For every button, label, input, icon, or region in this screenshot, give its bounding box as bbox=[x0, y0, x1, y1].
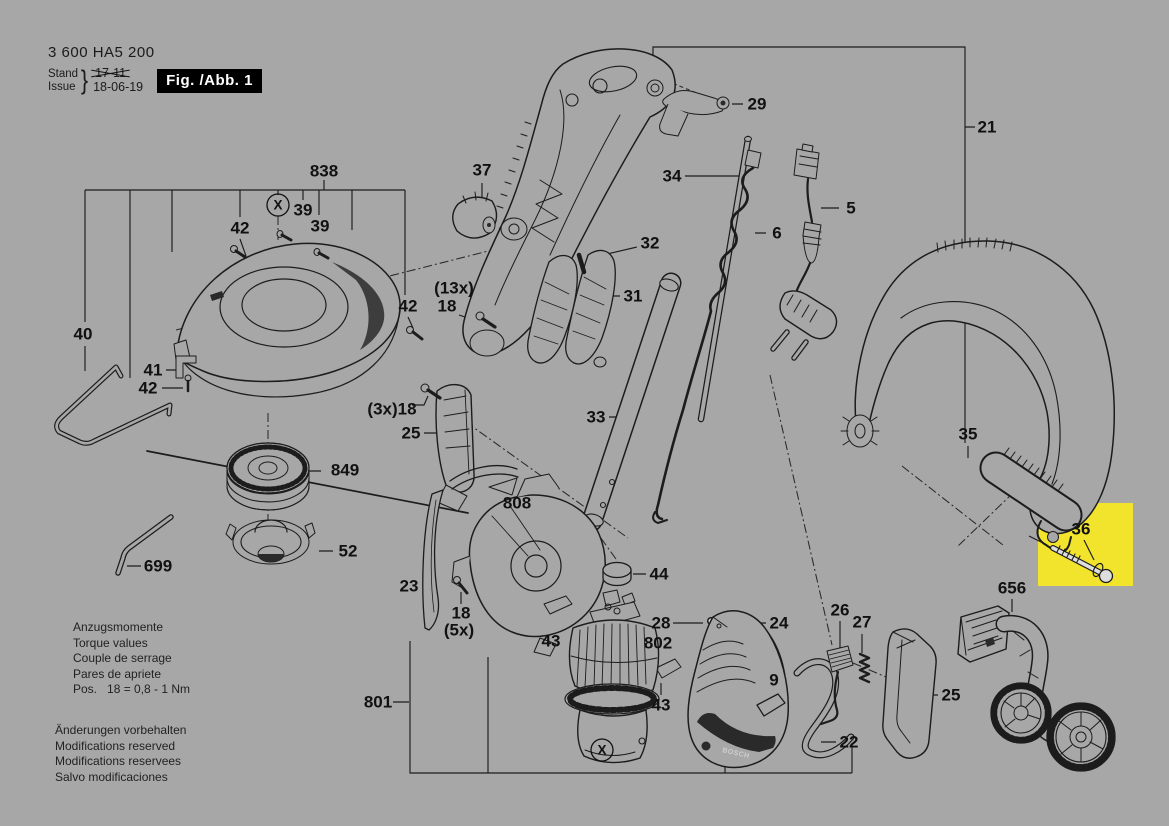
part-callout-52: 52 bbox=[339, 542, 358, 561]
part-callout-X: X bbox=[273, 198, 282, 213]
part-callout-31: 31 bbox=[624, 287, 643, 306]
part-callout-35: 35 bbox=[959, 425, 978, 444]
part-callout-44: 44 bbox=[650, 565, 669, 584]
part-guard-bracket-drawing bbox=[420, 311, 497, 512]
part-callout-25: 25 bbox=[942, 686, 961, 705]
part-callout-24: 24 bbox=[770, 614, 789, 633]
part-callout-26: 26 bbox=[831, 601, 850, 620]
part-callout-34: 34 bbox=[663, 167, 682, 186]
part-callout-9: 9 bbox=[769, 671, 778, 690]
part-wheel-assembly-drawing bbox=[957, 605, 1116, 772]
part-callout-27: 27 bbox=[853, 613, 872, 632]
part-spool-drawing bbox=[226, 442, 310, 511]
part-callout-37: 37 bbox=[473, 161, 492, 180]
part-callout-5: 5 bbox=[846, 199, 855, 218]
part-callout-21: 21 bbox=[978, 118, 997, 137]
part-callout-36: 36 bbox=[1072, 520, 1091, 539]
part-edge-guide-drawing bbox=[54, 364, 173, 446]
part-knob-drawing bbox=[452, 191, 498, 239]
part-hex-key-drawing bbox=[115, 514, 174, 576]
part-callout-41: 41 bbox=[144, 361, 163, 380]
part-callout-29: 29 bbox=[748, 95, 767, 114]
part-callout-33: 33 bbox=[587, 408, 606, 427]
part-callout-849: 849 bbox=[331, 461, 359, 480]
part-callout-25: 25 bbox=[402, 424, 421, 443]
part-callout-22: 22 bbox=[840, 733, 859, 752]
part-callout-18: 18 bbox=[452, 604, 471, 623]
part-side-cover-drawing bbox=[882, 628, 937, 759]
type-number: 3 600 HA5 200 bbox=[48, 44, 155, 61]
part-bolt-drawing bbox=[1050, 545, 1114, 584]
part-callout-(3x)18: (3x)18 bbox=[367, 400, 416, 419]
part-label-and-strip-drawing bbox=[756, 658, 855, 759]
part-pin-32 bbox=[576, 252, 587, 275]
part-loop-handle-drawing bbox=[840, 237, 1115, 535]
part-callout-808: 808 bbox=[503, 494, 531, 513]
part-callout-801: 801 bbox=[364, 693, 392, 712]
part-callout-6: 6 bbox=[772, 224, 781, 243]
part-aux-handle-drawing bbox=[979, 447, 1083, 554]
part-brush-spring-drawing bbox=[819, 645, 871, 726]
part-lever-drawing bbox=[659, 90, 730, 137]
part-guard-drawing bbox=[173, 230, 424, 398]
index-marker-circle bbox=[266, 193, 290, 217]
part-callout-(13x): (13x) bbox=[434, 279, 474, 298]
title-block: 3 600 HA5 200 Stand Issue } 17-11 18-06-… bbox=[48, 44, 262, 96]
part-callout-42: 42 bbox=[399, 297, 418, 316]
part-pad-drawing bbox=[543, 595, 682, 679]
part-power-cord-drawing bbox=[770, 143, 838, 361]
part-callout-18: 18 bbox=[438, 297, 457, 316]
stand-issue-label: Stand Issue bbox=[48, 68, 79, 93]
modifications-note: Änderungen vorbehalten Modifications res… bbox=[55, 723, 187, 784]
figure-badge: Fig. /Abb. 1 bbox=[157, 68, 262, 93]
part-callout-802: 802 bbox=[644, 634, 672, 653]
part-motor-housing-drawing bbox=[449, 465, 606, 657]
part-callout-838: 838 bbox=[310, 162, 338, 181]
part-callout-(5x): (5x) bbox=[444, 621, 474, 640]
part-spool-cap-drawing bbox=[225, 519, 316, 565]
part-armature-drawing bbox=[564, 561, 660, 764]
part-callout-42: 42 bbox=[231, 219, 250, 238]
part-callout-699: 699 bbox=[144, 557, 172, 576]
part-main-housing-drawing bbox=[462, 48, 676, 357]
issue-dates: 17-11 18-06-19 bbox=[93, 66, 144, 94]
old-date: 17-11 bbox=[95, 66, 127, 80]
part-callout-39: 39 bbox=[311, 217, 330, 236]
part-callout-42: 42 bbox=[139, 379, 158, 398]
new-date: 18-06-19 bbox=[93, 79, 144, 94]
part-grip-shells-drawing bbox=[527, 249, 616, 368]
part-callout-23: 23 bbox=[400, 577, 419, 596]
torque-note: Anzugsmomente Torque values Couple de se… bbox=[73, 620, 191, 696]
index-marker-circle bbox=[590, 738, 614, 762]
part-callout-43: 43 bbox=[652, 696, 671, 715]
part-guard-strip-drawing bbox=[422, 489, 444, 631]
part-coiled-cable-drawing bbox=[652, 149, 762, 524]
part-callout-32: 32 bbox=[641, 234, 660, 253]
part-callout-656: 656 bbox=[998, 579, 1026, 598]
part-callout-X: X bbox=[597, 743, 606, 758]
brace-glyph: } bbox=[80, 65, 89, 95]
part-callout-40: 40 bbox=[74, 325, 93, 344]
part-trigger-housing-drawing: BOSCH bbox=[687, 610, 790, 769]
part-callout-28: 28 bbox=[652, 614, 671, 633]
part-callout-43: 43 bbox=[542, 632, 561, 651]
part-callout-39: 39 bbox=[294, 201, 313, 220]
